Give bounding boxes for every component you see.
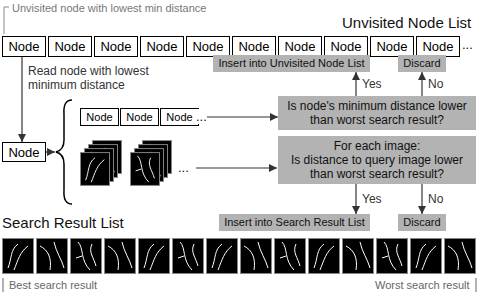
node-text: Is node's minimum distance lower than wo…	[282, 99, 472, 127]
child-node-box: Node	[80, 108, 119, 126]
list-node-box: Node	[370, 36, 414, 57]
result-thumbnail	[275, 239, 306, 274]
action-box: Insert into Unvisited Node List	[213, 55, 370, 72]
flow-arrow	[421, 72, 422, 96]
flow-arrow	[21, 57, 22, 142]
result-thumbnail	[343, 239, 374, 274]
list-node-box: Node	[186, 36, 230, 57]
result-thumbnail	[173, 239, 204, 274]
action-box: Discard	[398, 214, 446, 231]
decision-box: For each image:Is distance to query imag…	[278, 136, 476, 184]
list-node-box: Node	[232, 36, 276, 57]
node-text: Node	[8, 145, 39, 160]
action-box: Discard	[398, 55, 446, 72]
list-node-box: Node	[94, 36, 138, 57]
result-thumbnail	[105, 239, 136, 274]
result-thumbnail	[241, 239, 272, 274]
flow-arrow	[421, 184, 422, 214]
node-text: Node	[192, 39, 223, 54]
ellipsis: ...	[462, 37, 473, 52]
result-thumbnail	[139, 239, 170, 274]
edge-label: No	[427, 77, 444, 91]
edge-label: Yes	[361, 192, 383, 206]
node-text: Node	[54, 39, 85, 54]
range-label: Worst search result	[375, 279, 470, 292]
range-tick	[476, 278, 477, 292]
node-text: Node	[86, 111, 112, 124]
flow-arrow	[355, 72, 356, 96]
annotation: Read node with lowest minimum distance	[28, 64, 168, 92]
result-thumbnail	[309, 239, 340, 274]
list-title: Search Result List	[2, 214, 124, 231]
curly-brace	[56, 100, 72, 204]
child-node-box: Node	[160, 108, 199, 126]
node-text: Discard	[403, 216, 440, 229]
result-thumbnail	[37, 239, 68, 274]
list-node-box: Node	[48, 36, 92, 57]
annotation: Unvisited node with lowest min distance	[12, 2, 206, 15]
result-thumbnail	[71, 239, 102, 274]
node-text: Node	[238, 39, 269, 54]
child-node-box: Node	[120, 108, 159, 126]
image-thumbnail	[80, 153, 109, 186]
node-text: Insert into Search Result List	[224, 216, 365, 229]
node-text: Discard	[403, 57, 440, 70]
node-text: Node	[8, 39, 39, 54]
node-text: Is distance to query image lower than wo…	[282, 153, 472, 181]
ellipsis: ...	[196, 109, 207, 124]
result-thumbnail	[411, 239, 442, 274]
node-text: Node	[376, 39, 407, 54]
result-thumbnail	[3, 239, 34, 274]
arrow	[196, 167, 277, 168]
list-node-box: Node	[2, 36, 46, 57]
range-tick	[3, 278, 4, 292]
list-node-box: Node	[140, 36, 184, 57]
list-title: Unvisited Node List	[342, 14, 471, 31]
leader-bracket	[4, 7, 9, 34]
edge-label: No	[427, 192, 444, 206]
range-label: Best search result	[9, 279, 97, 292]
action-box: Insert into Search Result List	[219, 214, 370, 231]
arrow	[46, 151, 55, 152]
list-node-box: Node	[278, 36, 322, 57]
node-text: Node	[330, 39, 361, 54]
decision-box: Is node's minimum distance lower than wo…	[278, 96, 476, 130]
node-text: Node	[126, 111, 152, 124]
current-node-box: Node	[2, 142, 46, 162]
list-node-box: Node	[416, 36, 460, 57]
edge-label: Yes	[361, 77, 383, 91]
result-thumbnail	[445, 239, 476, 274]
flow-arrow	[199, 116, 278, 117]
node-text: Node	[146, 39, 177, 54]
node-text: Insert into Unvisited Node List	[218, 57, 364, 70]
ellipsis: ...	[178, 160, 189, 175]
image-thumbnail	[130, 153, 159, 186]
node-text: For each image:	[334, 139, 421, 153]
result-thumbnail	[207, 239, 238, 274]
node-text: Node	[100, 39, 131, 54]
result-thumbnail	[377, 239, 408, 274]
list-node-box: Node	[324, 36, 368, 57]
node-text: Node	[166, 111, 192, 124]
node-text: Node	[422, 39, 453, 54]
flow-arrow	[355, 184, 356, 214]
node-text: Node	[284, 39, 315, 54]
